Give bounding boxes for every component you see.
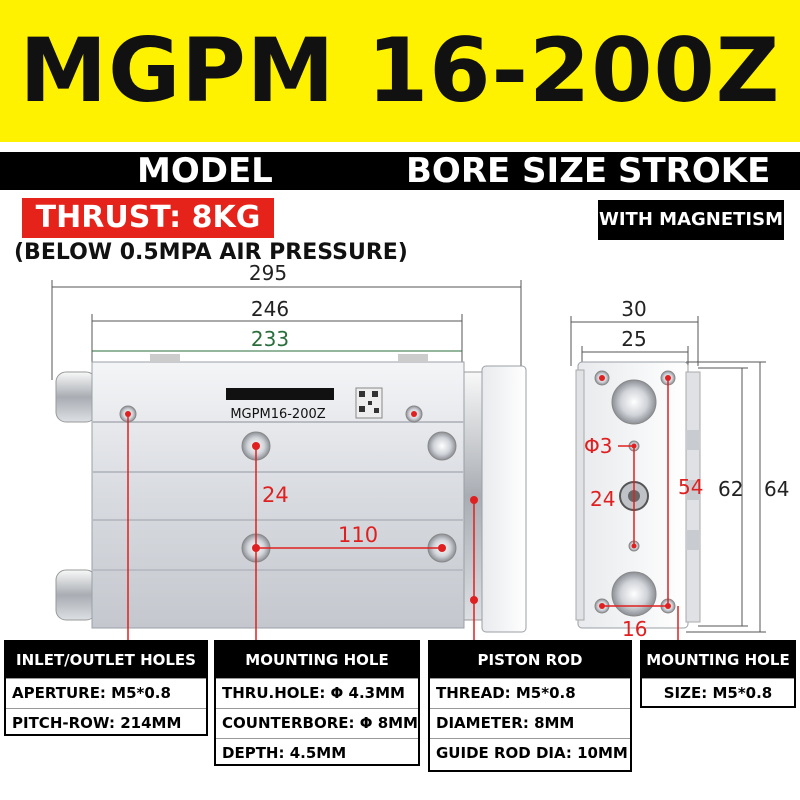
- spec-box-mounting-hole-side: MOUNTING HOLE SIZE: M5*0.8: [640, 640, 796, 708]
- body-grooves: [92, 421, 464, 571]
- spec-box-title: INLET/OUTLET HOLES: [6, 642, 206, 678]
- guide-rod-lower: [55, 569, 97, 621]
- guide-rod-upper: [55, 371, 97, 423]
- spec-row: DEPTH: 4.5MM: [216, 738, 418, 768]
- dim-233: 233: [251, 327, 289, 351]
- side-rod-upper: [611, 379, 657, 425]
- dim-24-front: 24: [262, 483, 289, 507]
- front-view: 295 246 233 MGPM16-200Z: [51, 261, 527, 642]
- dim-54: 54: [678, 475, 703, 499]
- dim-phi3: Φ3: [584, 434, 612, 458]
- bore-size-label: BORE SIZE: [406, 151, 608, 191]
- magnetism-badge: WITH MAGNETISM: [598, 200, 784, 240]
- end-plate: [481, 365, 527, 633]
- dim-110: 110: [338, 523, 378, 547]
- nameplate: [226, 388, 334, 400]
- dim-25: 25: [621, 327, 646, 351]
- dim-246: 246: [251, 297, 289, 321]
- pressure-note: (BELOW 0.5MPA AIR PRESSURE): [14, 240, 408, 265]
- spec-row: THREAD: M5*0.8: [430, 678, 630, 708]
- model-label: MODEL: [137, 151, 273, 191]
- thrust-badge: THRUST: 8KG: [22, 198, 274, 238]
- dim-64: 64: [764, 477, 789, 501]
- spec-row: COUNTERBORE: Φ 8MM: [216, 708, 418, 738]
- dim-30: 30: [621, 297, 646, 321]
- dim-24-side: 24: [590, 487, 615, 511]
- spec-row: PITCH-ROW: 214MM: [6, 708, 206, 738]
- spec-box-title: MOUNTING HOLE: [216, 642, 418, 678]
- spec-row: THRU.HOLE: Φ 4.3MM: [216, 678, 418, 708]
- spec-row: SIZE: M5*0.8: [642, 678, 794, 708]
- spec-box-inlet-outlet: INLET/OUTLET HOLES APERTURE: M5*0.8 PITC…: [4, 640, 208, 736]
- side-dimension-lines: [570, 316, 766, 633]
- mount-hole-upper-right: [427, 431, 457, 461]
- spec-box-title: PISTON ROD: [430, 642, 630, 678]
- stroke-label: STROKE: [618, 151, 771, 191]
- spec-box-mounting-hole: MOUNTING HOLE THRU.HOLE: Φ 4.3MM COUNTER…: [214, 640, 420, 766]
- side-leader-lines: [602, 378, 679, 642]
- spec-row: DIAMETER: 8MM: [430, 708, 630, 738]
- side-rod-lower: [611, 571, 657, 617]
- spec-row: APERTURE: M5*0.8: [6, 678, 206, 708]
- cylinder-body: [91, 361, 465, 629]
- dim-62: 62: [718, 477, 743, 501]
- front-dimension-lines: [51, 280, 522, 380]
- side-view: 30 25 62 64 Φ: [570, 297, 789, 642]
- spec-row: GUIDE ROD DIA: 10MM: [430, 738, 630, 768]
- front-leader-lines: [127, 414, 475, 642]
- top-port-right: [398, 354, 428, 362]
- spec-box-title: MOUNTING HOLE: [642, 642, 794, 678]
- dim-295: 295: [249, 261, 287, 285]
- nameplate-text: MGPM16-200Z: [230, 407, 325, 422]
- title-banner: MGPM 16-200Z: [0, 0, 800, 142]
- model-bar: MODEL BORE SIZE STROKE: [0, 152, 800, 190]
- spec-box-piston-rod: PISTON ROD THREAD: M5*0.8 DIAMETER: 8MM …: [428, 640, 632, 772]
- top-port-left: [150, 354, 180, 362]
- dim-16: 16: [622, 617, 647, 641]
- product-title: MGPM 16-200Z: [19, 19, 781, 122]
